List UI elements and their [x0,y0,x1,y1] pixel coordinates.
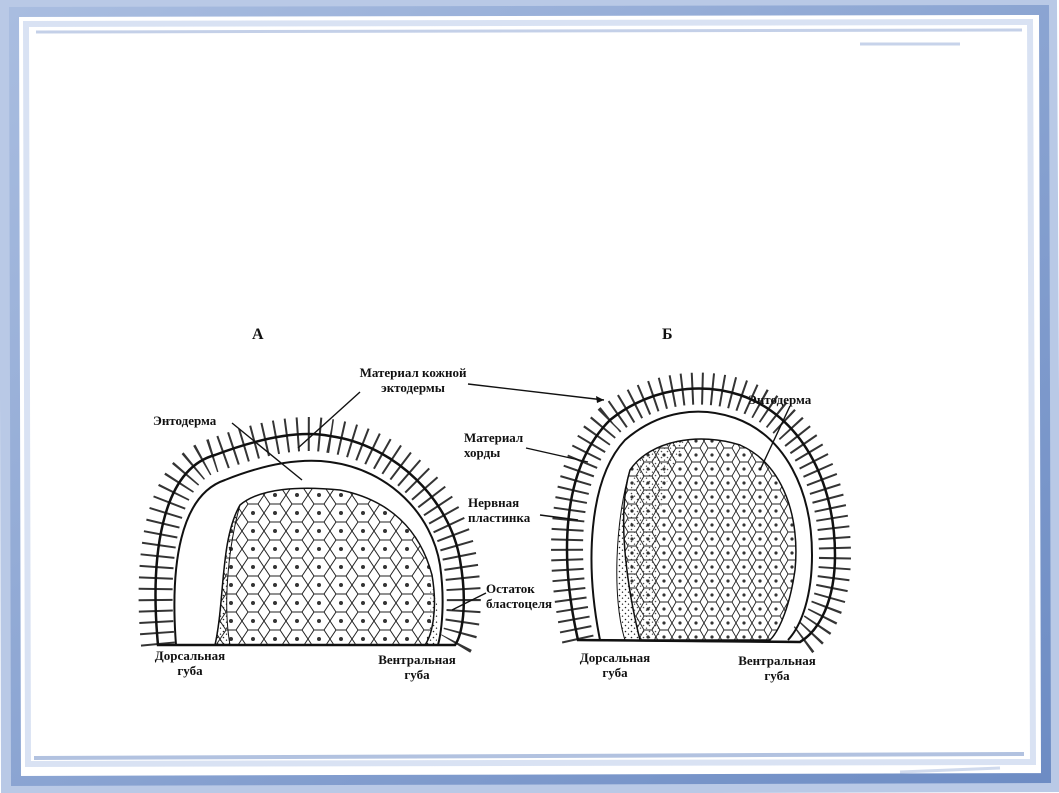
label-blastocoel-remnant: Остаток бластоцеля [486,581,553,611]
embryo-a [138,417,481,655]
embryo-b [551,372,852,656]
label-ventral-lip-a: Вентральная губа [378,652,456,682]
label-dorsal-lip-b: Дорсальная губа [579,650,651,680]
figure-a-letter: А [252,326,264,343]
label-neural-plate: Нервная пластинка [468,495,531,525]
label-endoderm-b: Энтодерма [748,392,812,407]
label-dorsal-lip-a: Дорсальная губа [154,648,226,678]
label-ventral-lip-b: Вентральная губа [738,653,816,683]
figure-b-letter: Б [662,326,673,343]
label-endoderm-a: Энтодерма [153,413,217,428]
label-notochord-material: Материал хорды [464,430,524,460]
leader-lines [231,383,791,611]
label-skin-ectoderm: Материал кожной эктодермы [359,365,467,395]
